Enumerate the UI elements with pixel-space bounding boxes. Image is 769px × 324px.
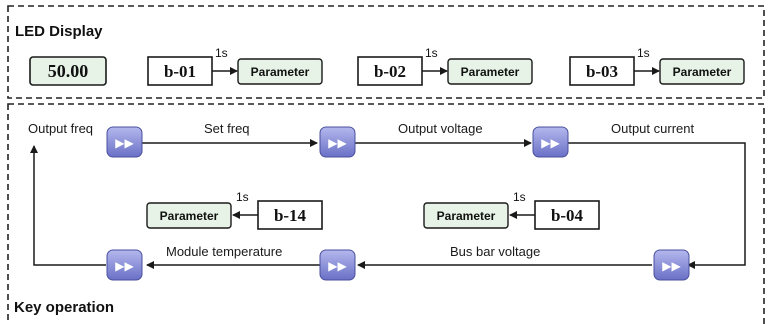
key-button-5-face (319, 249, 356, 281)
key-button-2-face (319, 126, 356, 158)
parameter-box-b03 (659, 58, 745, 85)
fast-forward-icon: ▶▶ (328, 136, 347, 150)
key-button-4-face (653, 249, 690, 281)
parameter-box-b14 (146, 202, 232, 229)
fast-forward-icon: ▶▶ (662, 259, 681, 273)
label-output-freq: Output freq (28, 121, 93, 136)
key-button-6-face (106, 249, 143, 281)
key-section-title: Key operation (14, 299, 114, 316)
label-bus-bar-voltage: Bus bar voltage (450, 244, 540, 259)
delay-b04: 1s (513, 190, 526, 204)
code-b02: b-02 (374, 62, 406, 81)
key-button-1-face (106, 126, 143, 158)
led-display-box (29, 56, 107, 86)
fast-forward-icon: ▶▶ (328, 259, 347, 273)
delay-b03: 1s (637, 46, 650, 60)
flow-arrow-3 (567, 142, 746, 269)
key-button-3[interactable]: ▶▶ (532, 126, 569, 158)
key-button-1[interactable]: ▶▶ (106, 126, 143, 158)
delay-b14: 1s (236, 190, 249, 204)
key-button-4[interactable]: ▶▶ (653, 249, 690, 281)
fast-forward-icon: ▶▶ (115, 136, 134, 150)
flow-arrow-6 (30, 145, 106, 266)
parameter-label-b03: Parameter (673, 65, 732, 79)
code-box-b02 (357, 56, 423, 86)
code-b03: b-03 (586, 62, 618, 81)
fast-forward-icon: ▶▶ (541, 136, 560, 150)
delay-b02: 1s (425, 46, 438, 60)
parameter-box-b01 (237, 58, 323, 85)
parameter-label-b01: Parameter (251, 65, 310, 79)
parameter-box-b02 (447, 58, 533, 85)
key-button-6[interactable]: ▶▶ (106, 249, 143, 281)
label-output-voltage: Output voltage (398, 121, 483, 136)
code-box-b01 (147, 56, 213, 86)
label-output-current: Output current (611, 121, 694, 136)
key-button-5[interactable]: ▶▶ (319, 249, 356, 281)
key-button-3-face (532, 126, 569, 158)
led-display-value: 50.00 (48, 61, 89, 81)
led-section-frame (7, 5, 765, 99)
parameter-label-b02: Parameter (461, 65, 520, 79)
code-b01: b-01 (164, 62, 196, 81)
key-button-2[interactable]: ▶▶ (319, 126, 356, 158)
fast-forward-icon: ▶▶ (115, 259, 134, 273)
key-section-frame (7, 103, 765, 324)
code-b14: b-14 (274, 206, 307, 225)
delay-b01: 1s (215, 46, 228, 60)
led-section-title: LED Display (15, 23, 103, 40)
parameter-label-b04: Parameter (437, 209, 496, 223)
parameter-label-b14: Parameter (160, 209, 219, 223)
parameter-box-b04 (423, 202, 509, 229)
label-set-freq: Set freq (204, 121, 250, 136)
label-module-temperature: Module temperature (166, 244, 282, 259)
code-b04: b-04 (551, 206, 584, 225)
